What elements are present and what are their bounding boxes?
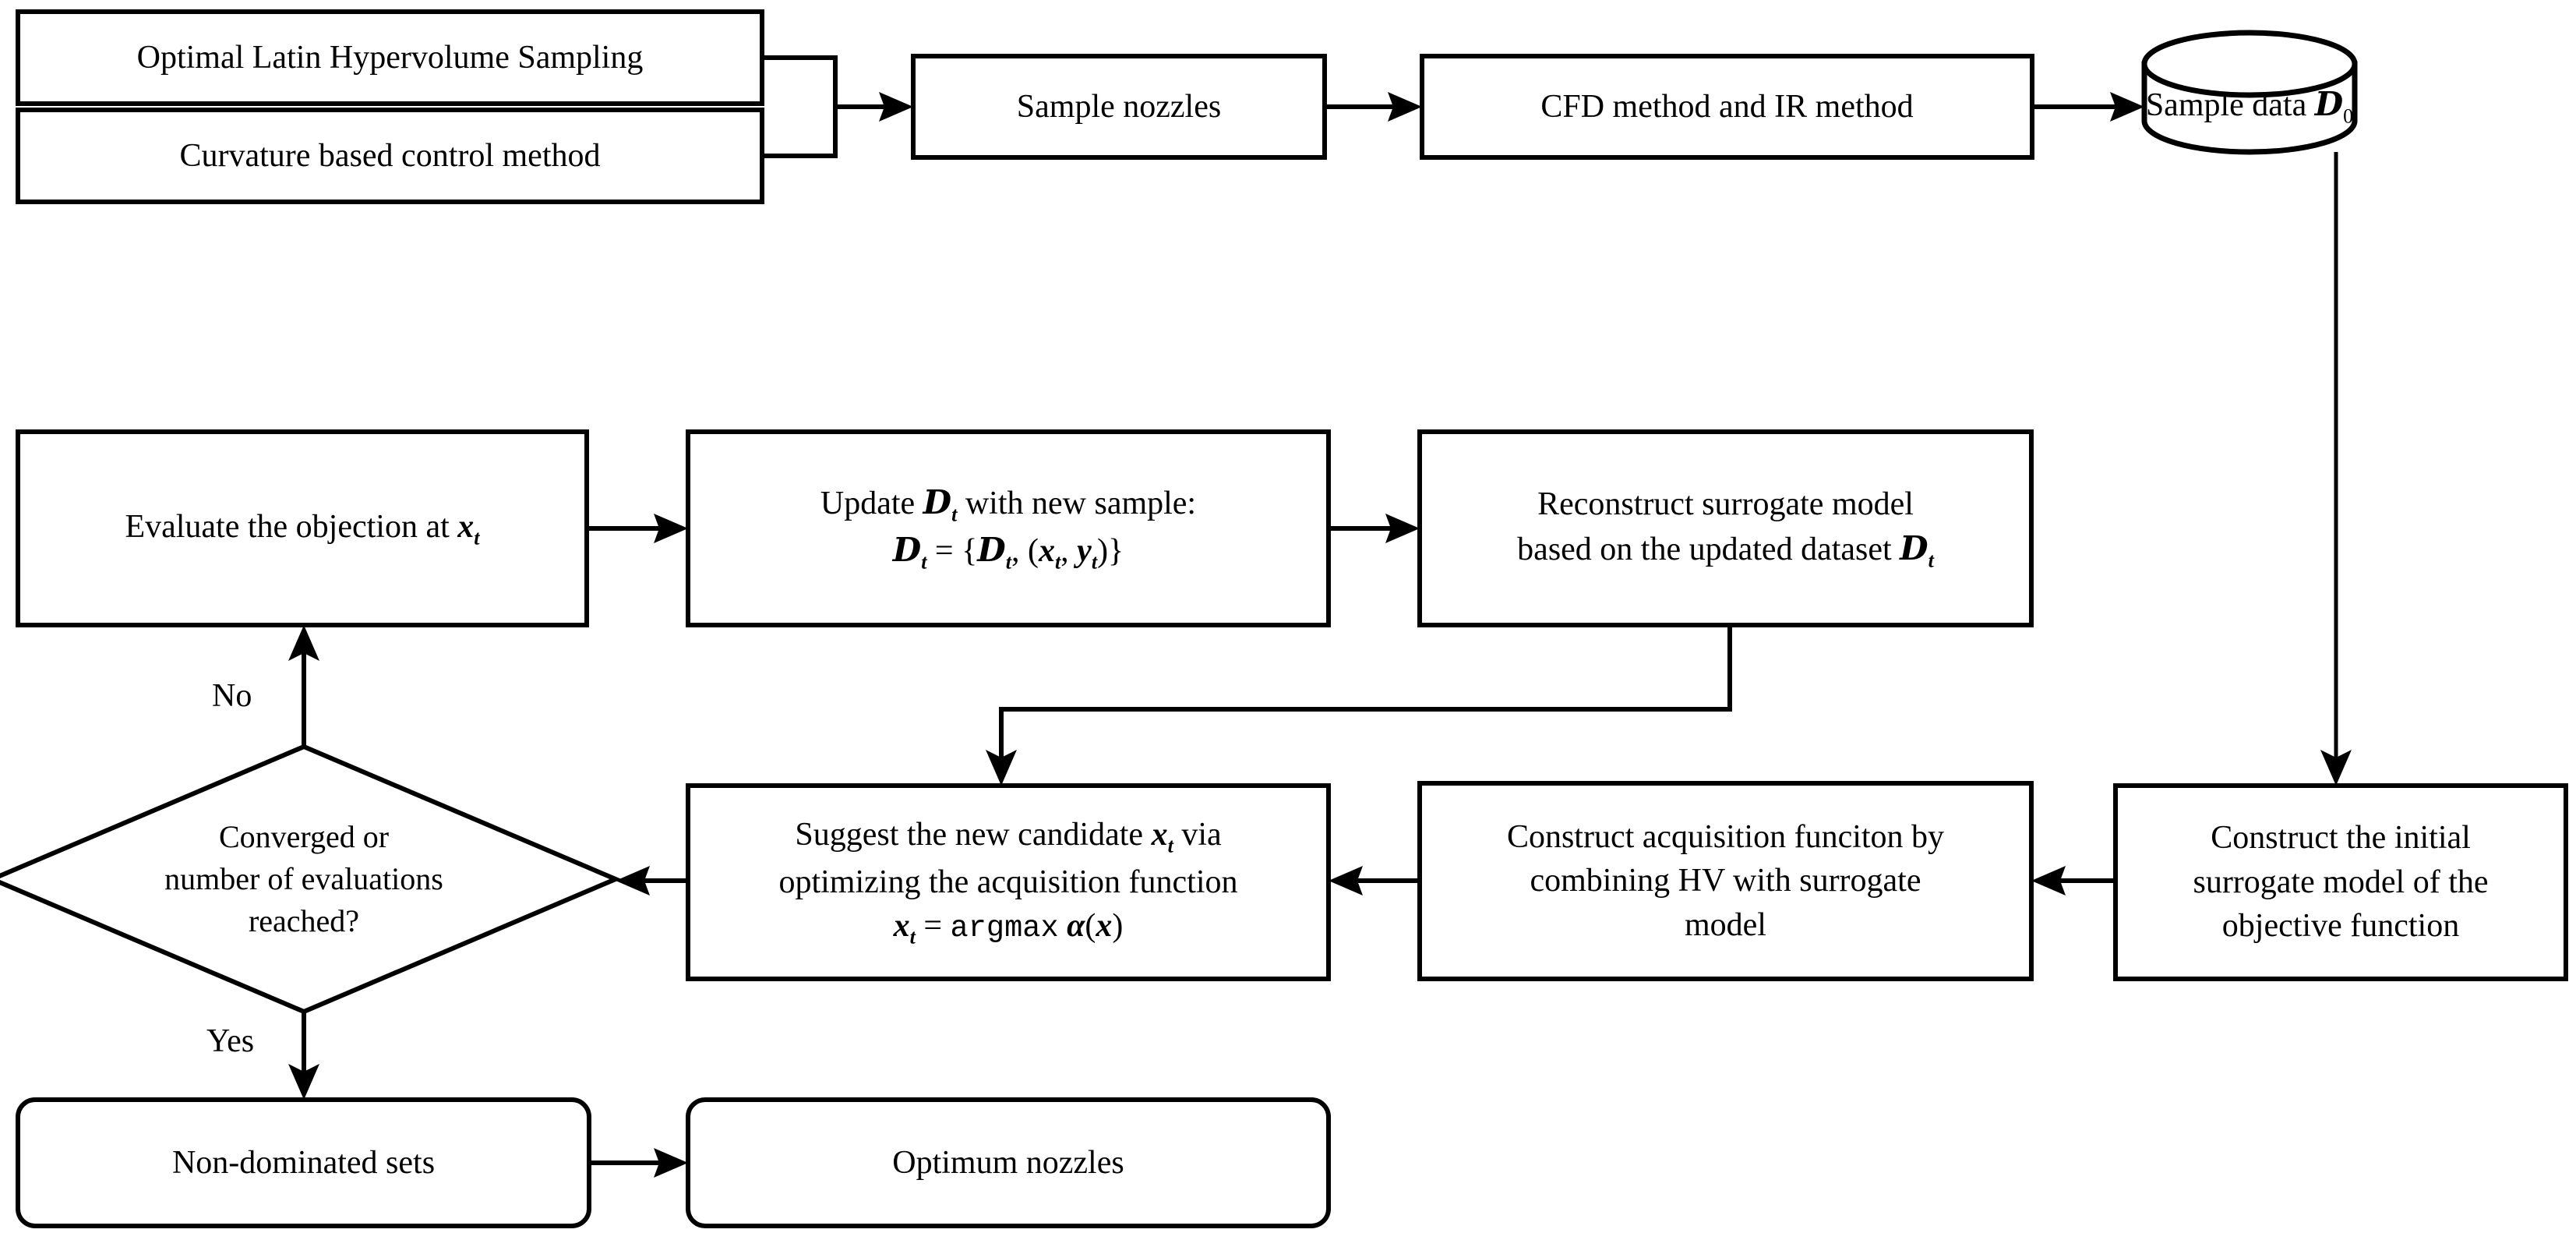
node-shape-update-dataset[interactable] <box>686 429 1331 627</box>
edge-curvature-to-merge <box>762 107 838 158</box>
arrowhead-cfd-to-sample-data <box>2110 92 2144 122</box>
node-shape-construct-acquisition-function[interactable] <box>1417 781 2034 981</box>
arrowhead-sample-nozzles-to-cfd <box>1388 92 1422 122</box>
node-shape-cfd-and-ir-method[interactable] <box>1420 54 2034 160</box>
edge-reconstruct-to-suggest <box>999 625 1732 760</box>
node-shape-evaluate-objection[interactable] <box>16 429 589 627</box>
arrowhead-evaluate-to-update <box>654 514 688 543</box>
node-shape-optimum-nozzles[interactable] <box>686 1097 1331 1228</box>
arrowhead-update-to-reconstruct <box>1385 514 1420 543</box>
edge-sampling-to-merge <box>762 55 838 107</box>
arrowhead-decision-yes-to-nondominated <box>288 1064 319 1100</box>
node-shape-curvature-based-control-method[interactable] <box>16 108 764 204</box>
arrowhead-acquisition-to-suggest <box>1329 866 1363 896</box>
node-shape-optimal-latin-hypervolume-sampling[interactable] <box>16 9 764 106</box>
arrowhead-reconstruct-to-suggest <box>986 750 1017 786</box>
node-shape-sample-data-cylinder[interactable] <box>2141 30 2358 155</box>
node-shape-converged-decision[interactable] <box>0 744 622 1015</box>
node-shape-suggest-new-candidate[interactable] <box>686 783 1331 981</box>
edge-label-no: No <box>212 678 252 714</box>
arrowhead-nondominated-to-optimum <box>654 1148 688 1178</box>
arrowhead-decision-no-to-evaluate <box>288 625 319 661</box>
arrowhead-initial-surrogate-to-acquisition <box>2031 866 2066 896</box>
node-shape-reconstruct-surrogate-model[interactable] <box>1417 429 2034 627</box>
node-shape-sample-nozzles[interactable] <box>911 54 1327 160</box>
arrowhead-merge-to-sample-nozzles <box>879 92 913 122</box>
arrowhead-sample-data-to-initial-surrogate <box>2320 750 2352 786</box>
edge-label-yes: Yes <box>206 1023 255 1059</box>
node-shape-construct-initial-surrogate[interactable] <box>2113 783 2568 981</box>
arrowhead-suggest-to-decision <box>616 866 650 896</box>
node-shape-non-dominated-sets[interactable] <box>16 1097 591 1228</box>
